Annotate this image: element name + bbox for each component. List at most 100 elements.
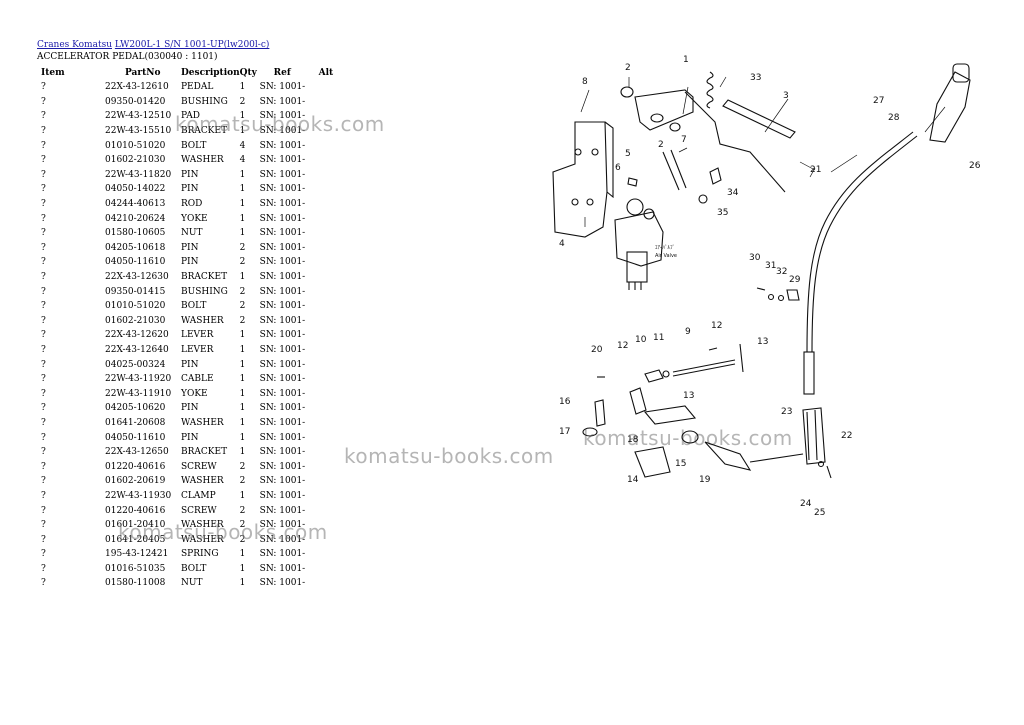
cell-item: ? — [41, 563, 46, 574]
pedal-assembly — [620, 86, 796, 193]
cell-alt — [319, 372, 339, 387]
breadcrumb-link-cranes-komatsu[interactable]: Cranes Komatsu — [37, 40, 112, 50]
cell-item: ? — [41, 403, 46, 414]
cell-ref: SN: 1001- — [259, 301, 306, 312]
cell-qty: 1 — [239, 578, 246, 589]
header-item: Item — [41, 68, 65, 78]
callout-leaders — [580, 76, 946, 227]
cell-ref: SN: 1001- — [259, 184, 306, 195]
cell-description: WASHER — [181, 417, 224, 428]
cell-partno: 01580-11008 — [105, 578, 166, 589]
cell-partno: 22X-43-12650 — [105, 447, 169, 458]
cell-qty: 1 — [239, 388, 246, 399]
cell-alt — [319, 197, 339, 212]
cell-description: BRACKET — [181, 447, 228, 458]
cell-ref: SN: 1001- — [259, 534, 306, 545]
cell-qty: 1 — [239, 169, 246, 180]
cell-ref: SN: 1001- — [259, 549, 306, 560]
cell-partno: 09350-01415 — [105, 286, 166, 297]
cell-partno: 01641-20405 — [105, 534, 166, 545]
cell-item: ? — [41, 359, 46, 370]
callout-5: 5 — [625, 149, 631, 159]
cell-item: ? — [41, 330, 46, 341]
cell-item: ? — [41, 578, 46, 589]
cell-alt — [319, 343, 339, 358]
cell-qty: 1 — [239, 403, 246, 414]
cell-qty: 1 — [239, 199, 246, 210]
cell-item: ? — [41, 549, 46, 560]
callout-13b: 13 — [683, 391, 694, 401]
header-partno: PartNo — [125, 68, 161, 78]
callout-20: 20 — [591, 345, 603, 355]
callout-28: 28 — [888, 113, 900, 123]
cell-ref: SN: 1001- — [259, 563, 306, 574]
cell-item: ? — [41, 286, 46, 297]
cell-ref: SN: 1001- — [259, 82, 306, 93]
cell-partno: 22W-43-11910 — [105, 388, 172, 399]
cell-qty: 2 — [239, 301, 246, 312]
cell-ref: SN: 1001- — [259, 374, 306, 385]
bracket-part-4 — [552, 121, 614, 238]
cell-item: ? — [41, 257, 46, 268]
cell-alt — [319, 168, 339, 183]
cell-item: ? — [41, 199, 46, 210]
header-description: Description — [181, 68, 240, 78]
cell-qty: 4 — [239, 155, 246, 166]
callout-27: 27 — [873, 96, 884, 106]
cell-description: BUSHING — [181, 286, 228, 297]
parts-table: Item PartNo Description Qty Ref Alt ?22X… — [37, 66, 339, 591]
cell-item: ? — [41, 82, 46, 93]
cell-description: LEVER — [181, 330, 214, 341]
callout-30: 30 — [749, 253, 761, 263]
callout-34: 34 — [727, 188, 739, 198]
callout-21: 21 — [810, 165, 821, 175]
cell-description: PIN — [181, 257, 199, 268]
cell-ref: SN: 1001- — [259, 359, 306, 370]
cell-description: PIN — [181, 432, 199, 443]
cell-alt — [319, 299, 339, 314]
cell-description: NUT — [181, 228, 203, 239]
cell-ref: SN: 1001- — [259, 272, 306, 283]
cell-qty: 1 — [239, 228, 246, 239]
cell-item: ? — [41, 505, 46, 516]
cell-item: ? — [41, 140, 46, 151]
callout-32: 32 — [776, 267, 787, 277]
cell-item: ? — [41, 432, 46, 443]
cell-ref: SN: 1001- — [259, 315, 306, 326]
cell-ref: SN: 1001- — [259, 96, 306, 107]
cell-qty: 2 — [239, 257, 246, 268]
header-alt: Alt — [318, 68, 334, 78]
cell-item: ? — [41, 169, 46, 180]
cell-alt — [319, 503, 339, 518]
cell-description: SCREW — [181, 505, 217, 516]
watermark-text: komatsu-books.com — [175, 112, 385, 136]
cell-ref: SN: 1001- — [259, 257, 306, 268]
cell-partno: 04205-10620 — [105, 403, 166, 414]
spring-part-33 — [706, 71, 714, 109]
cell-qty: 1 — [239, 549, 246, 560]
breadcrumb-link-model[interactable]: LW200L-1 S/N 1001-UP(lw200l-c) — [114, 40, 270, 50]
cell-ref: SN: 1001- — [259, 578, 306, 589]
cell-description: PAD — [181, 111, 200, 122]
cell-alt — [319, 459, 339, 474]
cell-alt — [319, 430, 339, 445]
cell-description: PIN — [181, 169, 199, 180]
exploded-parts-diagram: ｴｱｰﾊﾞﾙﾌﾞ Air Valve — [552, 55, 981, 518]
cell-item: ? — [41, 388, 46, 399]
cell-ref: SN: 1001- — [259, 432, 306, 443]
cell-item: ? — [41, 155, 46, 166]
cell-description: WASHER — [181, 155, 224, 166]
callout-12: 12 — [617, 341, 628, 351]
cell-description: BUSHING — [181, 96, 228, 107]
cell-qty: 2 — [239, 242, 246, 253]
